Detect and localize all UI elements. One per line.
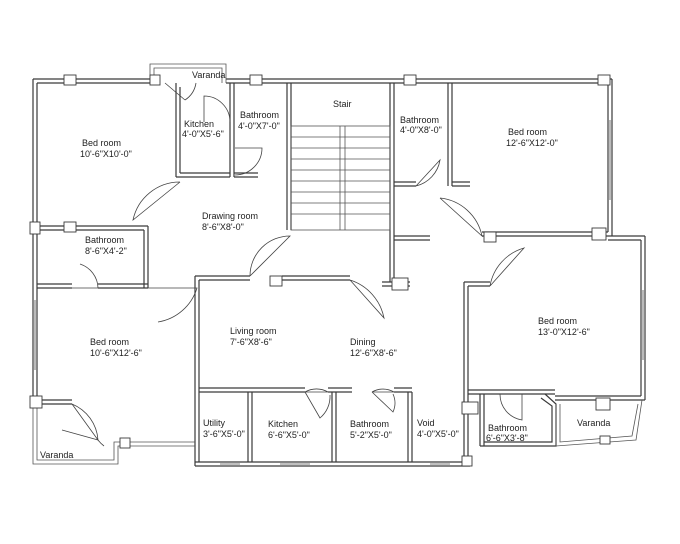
dim-dining: 12'-6"X8'-6" bbox=[350, 348, 397, 358]
windows bbox=[34, 120, 644, 465]
door-swings bbox=[61, 95, 526, 447]
dim-bed-bl: 10'-6"X12'-6" bbox=[90, 348, 142, 358]
label-void: Void bbox=[417, 418, 435, 428]
dim-bed-tr: 12'-6"X12'-0" bbox=[506, 138, 558, 148]
label-varanda-top: Varanda bbox=[192, 70, 225, 80]
dim-bath-tr: 4'-0"X8'-0" bbox=[400, 125, 442, 135]
label-bed-bl: Bed room bbox=[90, 337, 129, 347]
dim-bath-bot: 5'-2"X5'-0" bbox=[350, 430, 392, 440]
label-bath-top: Bathroom bbox=[240, 110, 279, 120]
label-varanda-bl: Varanda bbox=[40, 450, 73, 460]
columns bbox=[29, 74, 611, 467]
label-bed-br: Bed room bbox=[538, 316, 577, 326]
label-bath-br: Bathroom bbox=[488, 423, 527, 433]
label-varanda-br: Varanda bbox=[577, 418, 610, 428]
dim-kitchen-top: 4'-0"X5'-6" bbox=[182, 129, 224, 139]
dim-bed-tl: 10'-6"X10'-0" bbox=[80, 149, 132, 159]
room-labels: Varanda Bed room 10'-6"X10'-0" Kitchen 4… bbox=[40, 70, 610, 460]
label-bath-bot: Bathroom bbox=[350, 419, 389, 429]
dim-living: 7'-6"X8'-6" bbox=[230, 337, 272, 347]
label-bath-left: Bathroom bbox=[85, 235, 124, 245]
stair-steps bbox=[290, 125, 391, 231]
dim-void: 4'-0"X5'-0" bbox=[417, 429, 459, 439]
dim-bath-left: 8'-6"X4'-2" bbox=[85, 246, 127, 256]
label-kitchen-top: Kitchen bbox=[184, 119, 214, 129]
dim-bath-top: 4'-0"X7'-0" bbox=[238, 121, 280, 131]
dim-utility: 3'-6"X5'-0" bbox=[203, 429, 245, 439]
label-bed-tl: Bed room bbox=[82, 138, 121, 148]
label-dining: Dining bbox=[350, 337, 376, 347]
label-bath-tr: Bathroom bbox=[400, 115, 439, 125]
dim-drawing: 8'-6"X8'-0" bbox=[202, 222, 244, 232]
dim-bath-br: 6'-6"X3'-8" bbox=[486, 433, 528, 443]
label-living: Living room bbox=[230, 326, 277, 336]
label-drawing: Drawing room bbox=[202, 211, 258, 221]
dim-kitchen-bot: 6'-6"X5'-0" bbox=[268, 430, 310, 440]
dim-bed-br: 13'-0"X12'-6" bbox=[538, 327, 590, 337]
label-kitchen-bot: Kitchen bbox=[268, 419, 298, 429]
label-bed-tr: Bed room bbox=[508, 127, 547, 137]
label-stair: Stair bbox=[333, 99, 352, 109]
label-utility: Utility bbox=[203, 418, 225, 428]
